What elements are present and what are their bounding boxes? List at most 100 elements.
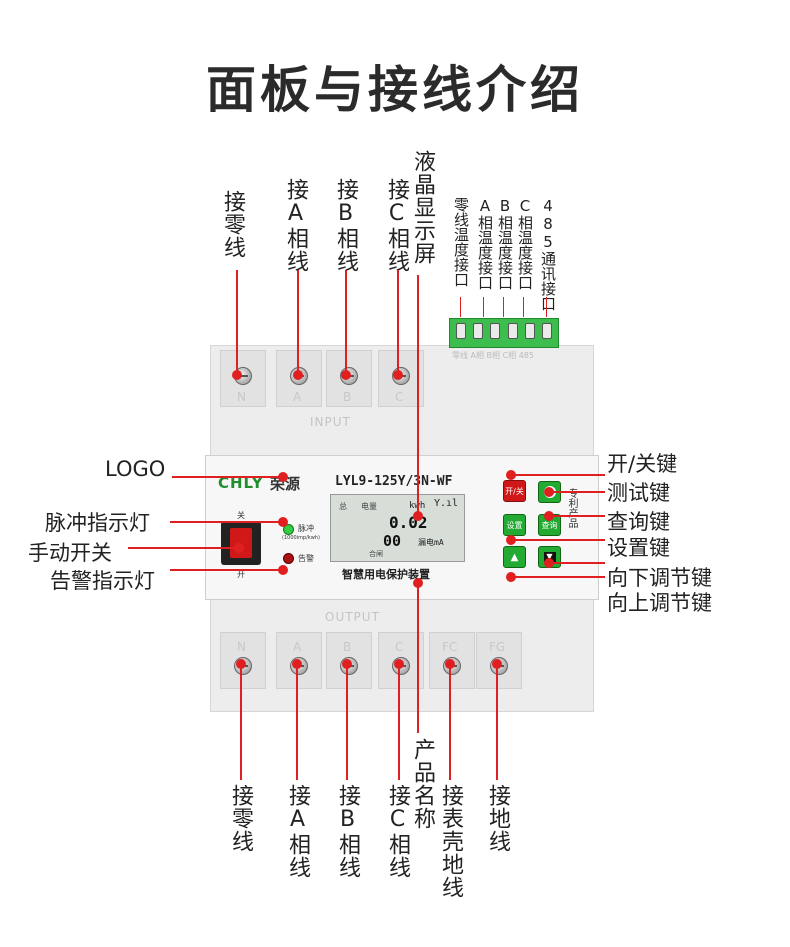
label-terminal-b-temp: B相温度接口: [496, 197, 514, 290]
label-power-key: 开/关键: [607, 452, 678, 476]
label-bottom-neutral: 接零线: [228, 784, 253, 853]
connector-line: [503, 297, 504, 317]
pointer-dot: [506, 535, 516, 545]
input-label: INPUT: [310, 415, 351, 429]
connector-line: [548, 515, 605, 517]
label-up-key: 向上调节键: [607, 591, 712, 615]
input-slot-letter: N: [237, 390, 246, 404]
output-slot-letter: FG: [489, 640, 506, 654]
alarm-indicator-icon: [283, 553, 294, 564]
label-logo: LOGO: [105, 457, 166, 481]
label-pulse-indicator: 脉冲指示灯: [45, 511, 150, 535]
query-button[interactable]: 查询: [538, 514, 561, 536]
terminal-strip-text: 零线 A相 B相 C相 485: [452, 351, 534, 360]
set-button[interactable]: 设置: [503, 514, 526, 536]
terminal-pins: [456, 323, 552, 339]
pointer-dot: [341, 370, 351, 380]
connector-line: [417, 583, 419, 733]
output-label: OUTPUT: [325, 610, 380, 624]
up-button[interactable]: ▲: [503, 546, 526, 568]
pointer-dot: [232, 370, 242, 380]
lcd-status: 合闸: [369, 550, 383, 558]
pointer-dot: [278, 565, 288, 575]
pointer-dot: [506, 572, 516, 582]
output-slot-letter: FC: [442, 640, 458, 654]
pointer-dot: [278, 517, 288, 527]
label-product-name: 产品名称: [410, 738, 435, 830]
lcd-screen: 总 电量 kwh Y.ıl 0.02 00 漏电mA 合闸: [330, 494, 465, 562]
input-slot-letter: B: [343, 390, 352, 404]
label-lcd: 液晶显示屏: [410, 150, 435, 265]
connector-line: [170, 521, 282, 523]
pulse-unit: (1000imp/kwh): [282, 535, 320, 541]
label-bottom-phase-b: 接B相线: [335, 784, 360, 879]
label-set-key: 设置键: [607, 536, 670, 560]
label-terminal-485: 485通讯接口: [539, 197, 557, 311]
pointer-dot: [278, 472, 288, 482]
connector-line: [128, 547, 238, 549]
label-top-phase-b: 接B相线: [333, 178, 358, 273]
logo-cn: 荣源: [270, 475, 301, 493]
switch-bottom-label: 开: [237, 570, 245, 579]
label-top-phase-c: 接C相线: [384, 178, 409, 273]
lcd-unit-ma: 漏电mA: [418, 538, 444, 547]
input-slot-letter: A: [293, 390, 302, 404]
label-terminal-c-temp: C相温度接口: [516, 197, 534, 290]
label-case-ground: 接表壳地线: [438, 784, 463, 899]
label-test-key: 测试键: [607, 481, 670, 505]
connector-line: [398, 664, 400, 780]
connector-line: [510, 539, 605, 541]
connector-line: [449, 664, 451, 780]
connector-line: [296, 664, 298, 780]
lcd-value-leakage: 00: [383, 532, 402, 550]
patent-label: 专利产品: [566, 488, 577, 528]
label-ground: 接地线: [485, 784, 510, 853]
connector-line: [548, 562, 605, 564]
output-slot-letter: N: [237, 640, 246, 654]
connector-line: [546, 297, 547, 317]
lcd-energy: 电量: [361, 502, 377, 511]
logo-text: CHLY: [218, 474, 264, 492]
pulse-label: 脉冲: [298, 524, 314, 533]
terminal-block: [449, 318, 559, 348]
down-arrow-icon: ▼: [543, 552, 556, 562]
pulse-indicator-icon: [283, 524, 294, 535]
power-button[interactable]: 开/关: [503, 480, 526, 502]
pointer-dot: [544, 511, 554, 521]
switch-top-label: 关: [237, 511, 245, 520]
connector-line: [510, 576, 605, 578]
label-alarm-indicator: 告警指示灯: [50, 569, 155, 593]
label-terminal-neutral-temp: 零线温度接口: [452, 197, 470, 287]
connector-line: [240, 664, 242, 780]
label-manual-switch: 手动开关: [28, 541, 112, 565]
product-name: 智慧用电保护装置: [342, 568, 430, 581]
label-top-neutral: 接零线: [220, 190, 245, 259]
lcd-total: 总: [339, 502, 347, 511]
connector-line: [170, 569, 282, 571]
pointer-dot: [413, 511, 423, 521]
connector-line: [548, 491, 605, 493]
label-down-key: 向下调节键: [607, 566, 712, 590]
connector-line: [397, 270, 399, 375]
input-slot-letter: C: [395, 390, 404, 404]
connector-line: [460, 297, 461, 317]
pointer-dot: [544, 558, 554, 568]
pointer-dot: [544, 487, 554, 497]
connector-line: [297, 270, 299, 375]
connector-line: [346, 664, 348, 780]
connector-line: [523, 297, 524, 317]
connector-line: [496, 664, 498, 780]
label-top-phase-a: 接A相线: [283, 178, 308, 273]
pointer-dot: [234, 543, 244, 553]
connector-line: [417, 275, 419, 515]
output-slot-letter: A: [293, 640, 302, 654]
pointer-dot: [393, 370, 403, 380]
connector-line: [236, 270, 238, 375]
connector-line: [510, 474, 605, 476]
connector-line: [345, 270, 347, 375]
output-slot-letter: B: [343, 640, 352, 654]
label-query-key: 查询键: [607, 510, 670, 534]
alarm-label: 告警: [298, 554, 314, 563]
signal-icon: Y.ıl: [434, 498, 459, 509]
connector-line: [483, 297, 484, 317]
